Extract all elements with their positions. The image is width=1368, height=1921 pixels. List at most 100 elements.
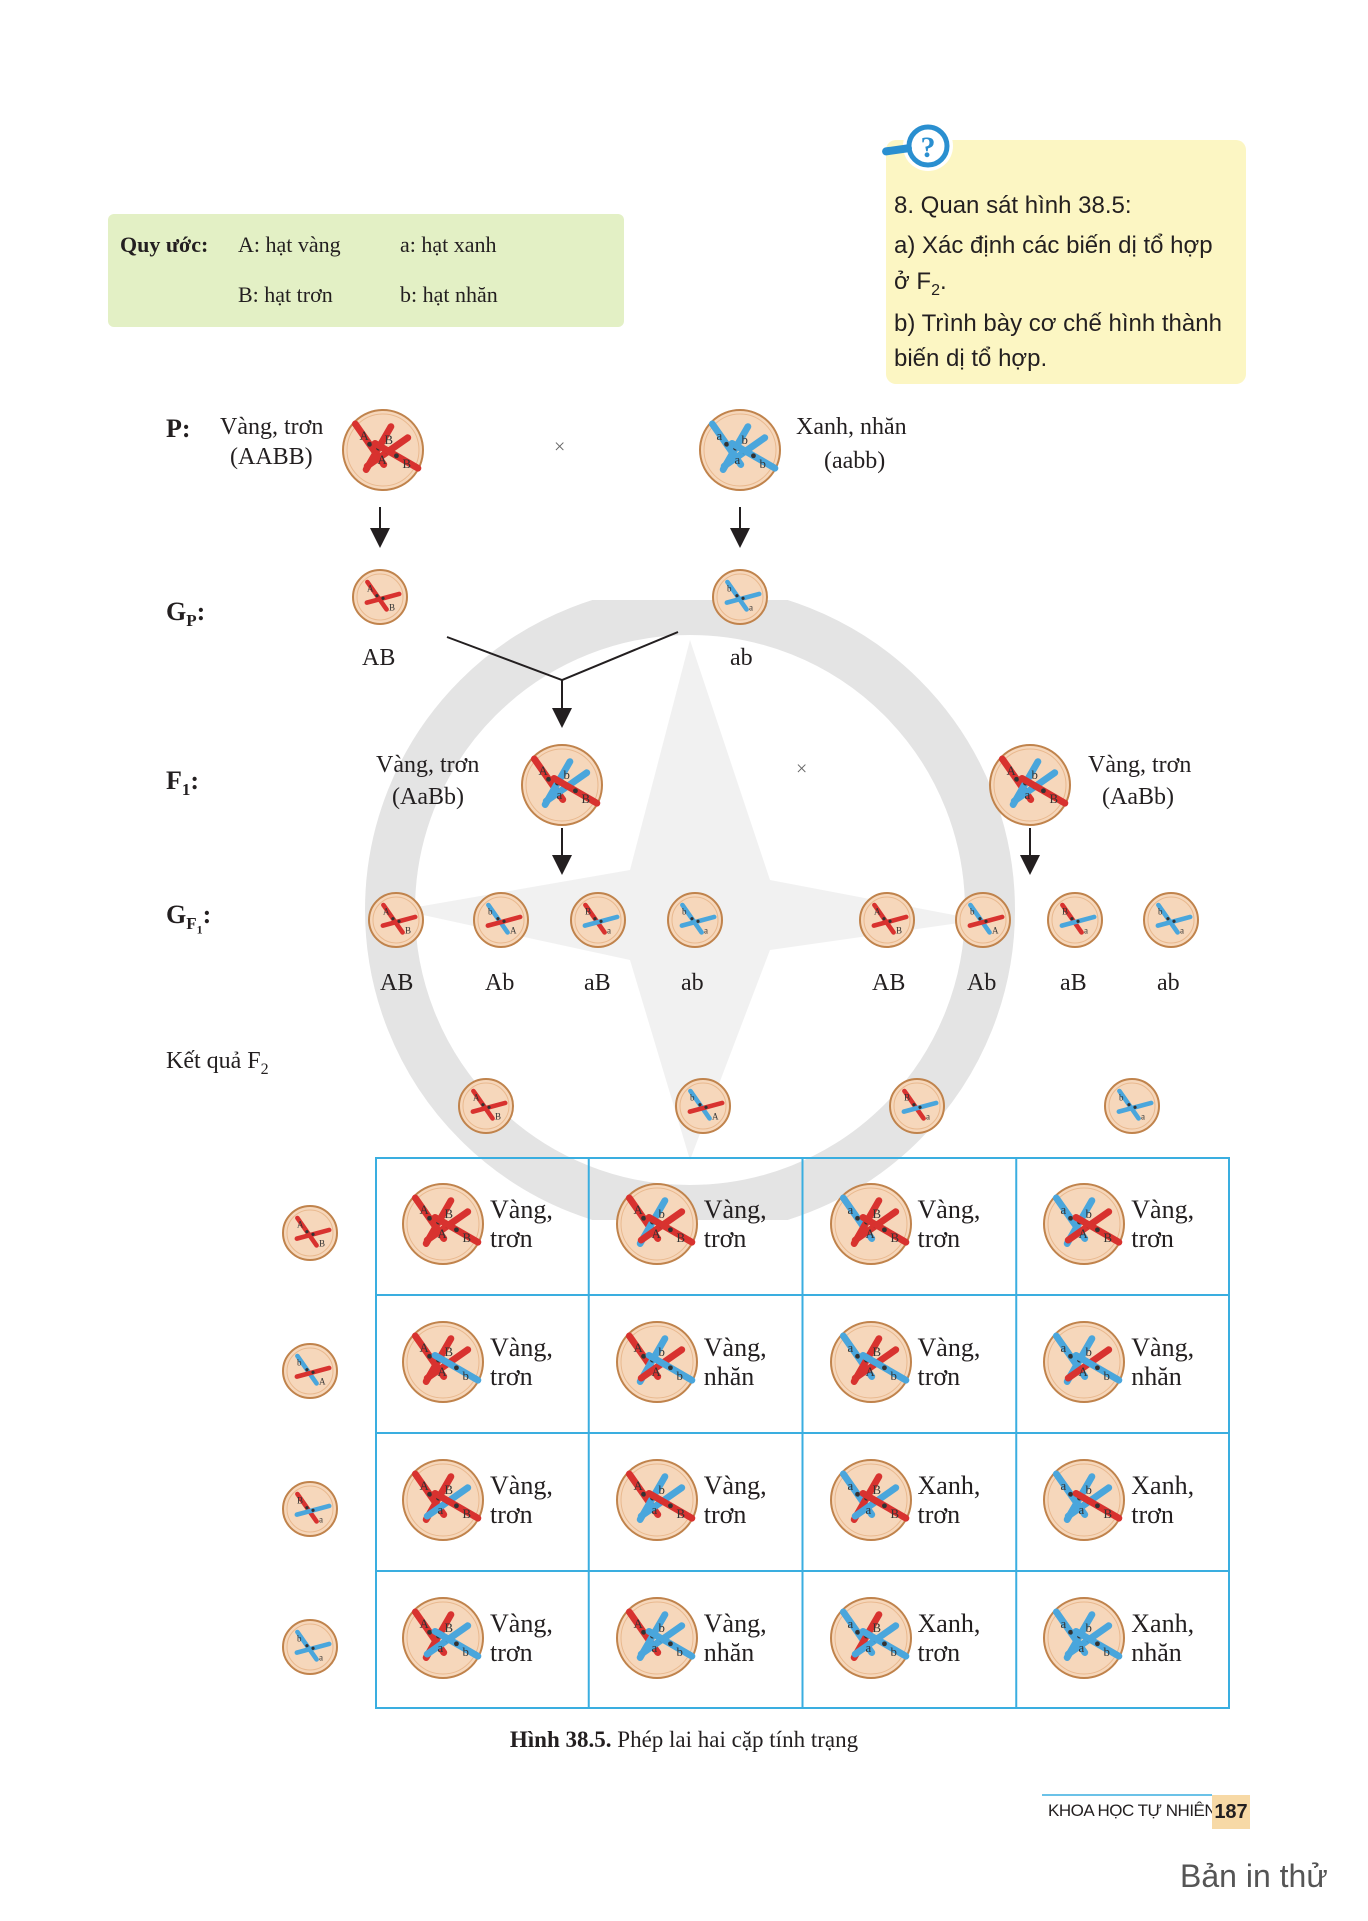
svg-text:B: B xyxy=(462,1231,471,1245)
punnett-cell-phenotype: Vàng,nhăn xyxy=(1131,1333,1195,1391)
svg-text:a: a xyxy=(319,1514,323,1524)
legend-b-lower: b: hạt nhăn xyxy=(400,282,498,307)
p-cross-sign: × xyxy=(554,436,566,458)
svg-text:A: A xyxy=(633,1341,643,1355)
svg-text:b: b xyxy=(462,1369,468,1383)
svg-text:B: B xyxy=(1062,907,1068,917)
svg-text:a: a xyxy=(847,1203,853,1217)
punnett-cell-phenotype: Vàng,trơn xyxy=(703,1471,767,1529)
svg-text:a: a xyxy=(607,925,611,935)
svg-text:a: a xyxy=(556,788,562,802)
svg-text:A: A xyxy=(865,1365,875,1379)
question-box: 8. Quan sát hình 38.5: a) Xác định các b… xyxy=(886,140,1246,384)
svg-text:b: b xyxy=(727,584,732,594)
question-line-1: 8. Quan sát hình 38.5: xyxy=(894,192,1132,219)
question-line-2: a) Xác định các biến dị tổ hợp xyxy=(894,232,1213,259)
cell-gamete-f1: bA xyxy=(473,892,529,948)
svg-text:b: b xyxy=(658,1483,664,1497)
page-number: 187 xyxy=(1212,1795,1250,1829)
svg-text:b: b xyxy=(676,1369,682,1383)
svg-text:b: b xyxy=(1032,768,1038,782)
punnett-cell-phenotype: Xanh,nhăn xyxy=(1131,1609,1195,1667)
svg-text:B: B xyxy=(1104,1231,1113,1245)
svg-text:A: A xyxy=(865,1227,875,1241)
footer-rule xyxy=(1042,1794,1212,1796)
punnett-cell-phenotype: Xanh,trơn xyxy=(917,1609,981,1667)
svg-text:A: A xyxy=(1007,764,1017,778)
svg-text:b: b xyxy=(1119,1093,1124,1103)
svg-text:b: b xyxy=(1086,1621,1092,1635)
svg-text:B: B xyxy=(872,1621,881,1635)
svg-text:a: a xyxy=(847,1341,853,1355)
cell-gamete-column: AB xyxy=(458,1078,514,1134)
svg-text:A: A xyxy=(712,1111,719,1121)
svg-text:B: B xyxy=(445,1207,454,1221)
svg-text:B: B xyxy=(585,907,591,917)
svg-text:B: B xyxy=(1104,1507,1113,1521)
footer-book-title: KHOA HỌC TỰ NHIÊN 9 xyxy=(1048,1801,1230,1820)
svg-text:b: b xyxy=(488,907,493,917)
gf1-gamete-label: aB xyxy=(584,970,611,996)
svg-text:b: b xyxy=(759,457,765,471)
svg-text:a: a xyxy=(1079,1503,1085,1517)
svg-text:B: B xyxy=(890,1231,899,1245)
svg-text:B: B xyxy=(676,1507,685,1521)
svg-text:a: a xyxy=(1180,925,1184,935)
question-line-4: b) Trình bày cơ chế hình thành xyxy=(894,310,1222,337)
svg-text:B: B xyxy=(445,1483,454,1497)
svg-text:B: B xyxy=(495,1111,501,1121)
svg-text:B: B xyxy=(462,1507,471,1521)
svg-text:B: B xyxy=(405,925,411,935)
svg-text:b: b xyxy=(970,907,975,917)
gf1-gamete-label: ab xyxy=(1157,970,1180,996)
row-label-f1: F1: xyxy=(166,766,200,800)
svg-text:a: a xyxy=(847,1479,853,1493)
svg-text:a: a xyxy=(319,1652,323,1662)
cell-gamete-column: ba xyxy=(1104,1078,1160,1134)
svg-text:A: A xyxy=(633,1479,643,1493)
punnett-cell-phenotype: Vàng,trơn xyxy=(917,1333,981,1391)
svg-text:a: a xyxy=(1061,1479,1067,1493)
svg-text:A: A xyxy=(377,453,387,467)
punnett-cell-phenotype: Vàng,trơn xyxy=(490,1471,553,1529)
punnett-cell-phenotype: Vàng,nhăn xyxy=(703,1333,767,1391)
cell-gamete-row: Ba xyxy=(282,1481,338,1537)
svg-text:b: b xyxy=(1086,1483,1092,1497)
gp-gamete-label: AB xyxy=(362,645,396,671)
svg-text:a: a xyxy=(651,1503,657,1517)
svg-text:A: A xyxy=(633,1203,643,1217)
svg-text:a: a xyxy=(651,1641,657,1655)
svg-text:B: B xyxy=(297,1496,303,1506)
svg-text:A: A xyxy=(297,1220,304,1230)
question-magnifier-icon: ? xyxy=(882,121,953,171)
svg-text:B: B xyxy=(389,602,395,612)
svg-text:a: a xyxy=(1024,788,1030,802)
svg-text:B: B xyxy=(445,1345,454,1359)
svg-text:a: a xyxy=(437,1503,443,1517)
cell-gamete-f1: Ba xyxy=(570,892,626,948)
svg-text:a: a xyxy=(749,602,753,612)
punnett-cell-phenotype: Xanh,trơn xyxy=(917,1471,981,1529)
svg-text:a: a xyxy=(926,1111,930,1121)
p-right-phenotype: Xanh, nhăn xyxy=(796,414,907,440)
svg-text:a: a xyxy=(704,925,708,935)
punnett-cell-phenotype: Vàng,trơn xyxy=(490,1195,553,1253)
svg-text:A: A xyxy=(383,907,390,917)
f1-cross-sign: × xyxy=(796,758,808,780)
question-line-5: biến dị tổ hợp. xyxy=(894,345,1048,372)
svg-text:a: a xyxy=(865,1641,871,1655)
gf1-gamete-label: Ab xyxy=(967,970,997,996)
f1-right-genotype: (AaBb) xyxy=(1102,784,1174,810)
cell-gamete-f1: Ba xyxy=(1047,892,1103,948)
legend-box: Quy ước: A: hạt vàng a: hạt xanh B: hạt … xyxy=(108,214,624,327)
